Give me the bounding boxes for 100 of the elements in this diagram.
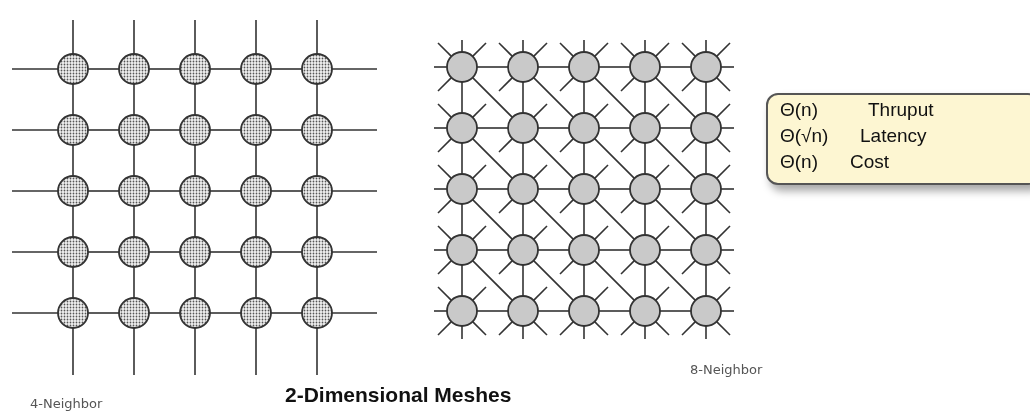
link-line (532, 198, 575, 241)
link-stub (498, 76, 514, 92)
link-stub (559, 198, 575, 214)
link-stub (11, 190, 59, 192)
link-stub (72, 327, 74, 376)
link-line (316, 144, 318, 177)
link-stub (194, 19, 196, 55)
link-stub (644, 39, 646, 53)
link-line (194, 144, 196, 177)
link-stub (715, 103, 731, 119)
node-circle (240, 53, 272, 85)
link-stub (654, 103, 670, 119)
grid-caption: 8-Neighbor (690, 362, 763, 377)
link-stub (705, 325, 707, 340)
link-stub (471, 320, 487, 336)
node-circle (301, 236, 333, 268)
diagram-title: 2-Dimensional Meshes (285, 383, 512, 407)
node-circle (629, 234, 661, 266)
node-circle (240, 114, 272, 146)
node-circle (57, 114, 89, 146)
link-stub (620, 259, 636, 275)
link-stub (593, 164, 609, 180)
link-stub (559, 76, 575, 92)
node-circle (629, 51, 661, 83)
link-line (133, 266, 135, 299)
node-circle (690, 295, 722, 327)
link-stub (715, 164, 731, 180)
link-stub (559, 259, 575, 275)
node-circle (568, 234, 600, 266)
link-stub (471, 164, 487, 180)
metric-name: Thruput (868, 99, 934, 121)
link-line (532, 137, 575, 180)
link-line (654, 137, 697, 180)
link-stub (620, 198, 636, 214)
link-stub (681, 198, 697, 214)
link-stub (715, 259, 731, 275)
link-line (644, 142, 646, 175)
link-stub (715, 76, 731, 92)
link-stub (532, 225, 548, 241)
link-line (583, 142, 585, 175)
link-stub (498, 198, 514, 214)
node-circle (568, 173, 600, 205)
node-circle (240, 236, 272, 268)
node-circle (118, 175, 150, 207)
node-circle (690, 51, 722, 83)
metric-name: Cost (850, 151, 890, 173)
link-stub (583, 39, 585, 53)
link-line (593, 198, 636, 241)
link-stub (471, 103, 487, 119)
link-stub (461, 325, 463, 340)
link-stub (715, 225, 731, 241)
node-circle (690, 234, 722, 266)
link-stub (654, 225, 670, 241)
link-stub (433, 127, 448, 129)
link-line (471, 137, 514, 180)
link-stub (654, 42, 670, 58)
link-stub (593, 103, 609, 119)
link-stub (620, 137, 636, 153)
link-stub (437, 164, 453, 180)
link-stub (437, 76, 453, 92)
link-stub (620, 76, 636, 92)
node-circle (507, 234, 539, 266)
link-stub (559, 137, 575, 153)
node-circle (179, 297, 211, 329)
link-stub (593, 320, 609, 336)
link-line (705, 264, 707, 297)
link-line (255, 144, 257, 177)
link-line (522, 81, 524, 114)
link-stub (532, 164, 548, 180)
link-stub (498, 320, 514, 336)
link-stub (433, 66, 448, 68)
node-circle (507, 173, 539, 205)
complexity-formula: Θ(n) (780, 151, 818, 173)
node-circle (507, 51, 539, 83)
link-stub (681, 76, 697, 92)
link-line (461, 81, 463, 114)
link-line (316, 205, 318, 238)
link-line (583, 264, 585, 297)
link-stub (620, 42, 636, 58)
node-circle (568, 51, 600, 83)
node-circle (179, 114, 211, 146)
grid-caption: 4-Neighbor (30, 396, 103, 411)
link-line (583, 203, 585, 236)
link-stub (532, 320, 548, 336)
link-line (255, 266, 257, 299)
link-line (593, 76, 636, 119)
link-line (194, 83, 196, 116)
link-stub (437, 103, 453, 119)
link-line (654, 259, 697, 302)
link-line (705, 81, 707, 114)
link-line (522, 264, 524, 297)
link-stub (532, 103, 548, 119)
link-stub (255, 19, 257, 55)
link-stub (437, 320, 453, 336)
link-stub (654, 320, 670, 336)
link-stub (133, 327, 135, 376)
link-stub (654, 286, 670, 302)
node-circle (629, 173, 661, 205)
link-line (461, 203, 463, 236)
node-circle (629, 295, 661, 327)
